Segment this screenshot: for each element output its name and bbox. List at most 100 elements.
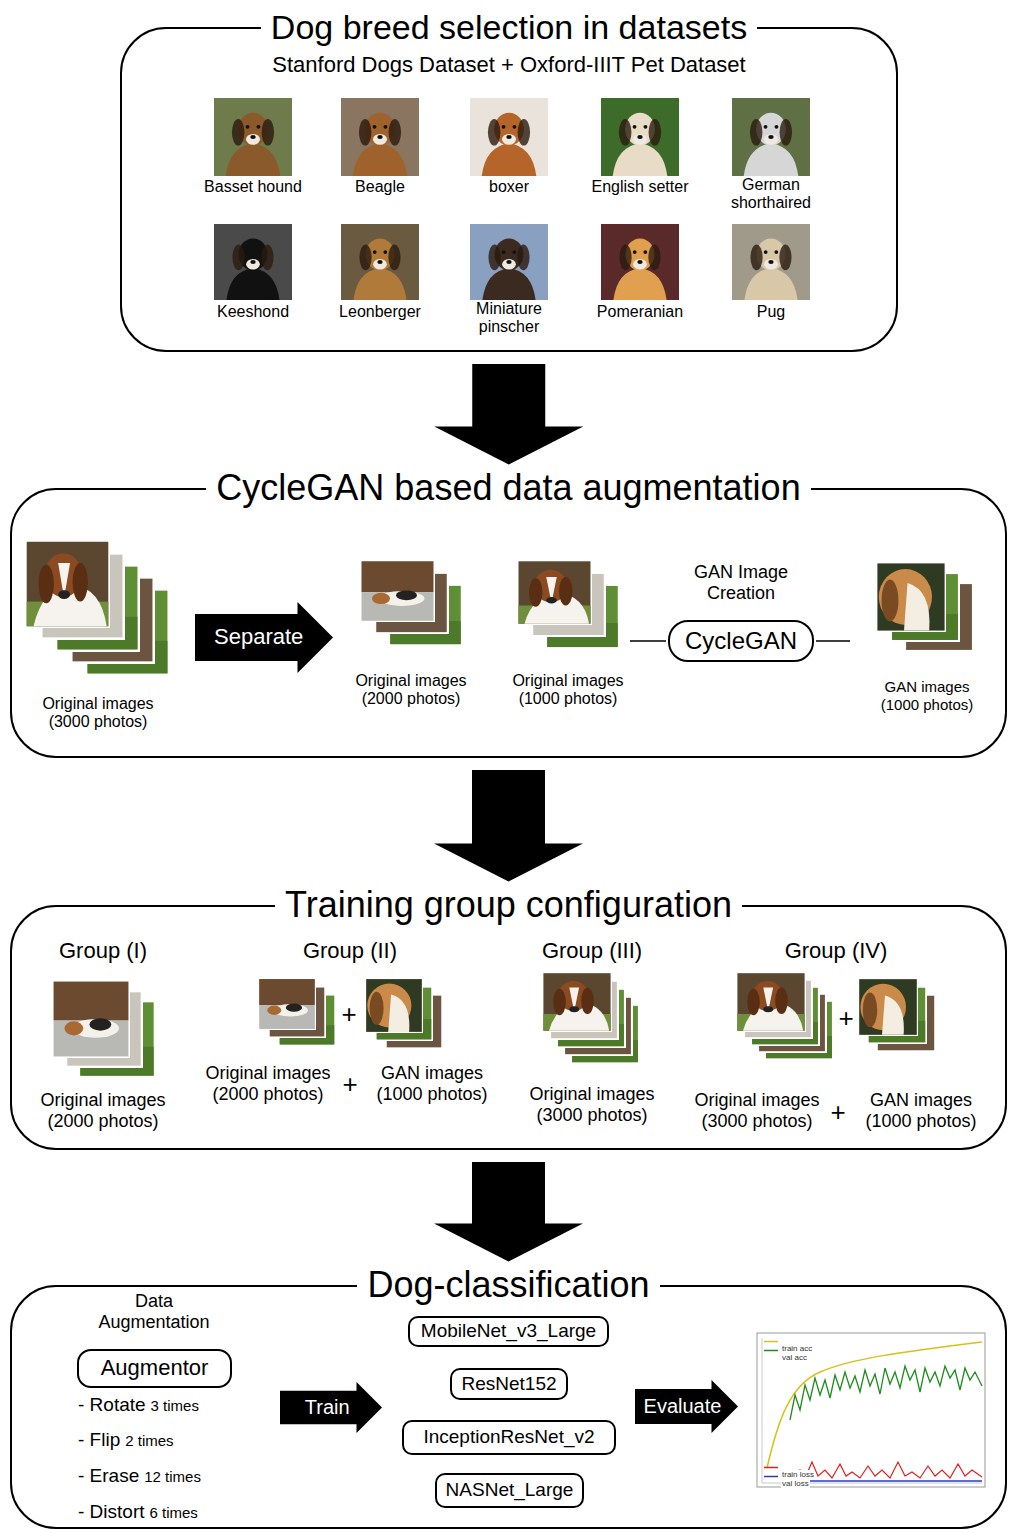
caption-label: GAN images (1000 photos) (881, 678, 974, 713)
box-label: InceptionResNet_v2 (423, 1426, 594, 1449)
arrow-label-box: Separate (195, 602, 322, 673)
flow-arrow (434, 770, 583, 881)
list-item: - Rotate (78, 1394, 146, 1415)
flow-arrow (434, 364, 583, 464)
label-row: Group (IV) (761, 938, 911, 963)
caption-label: Original images (2000 photos) (355, 672, 466, 707)
box-label: CycleGAN (685, 627, 797, 656)
rounded-box: InceptionResNet_v2 (402, 1420, 616, 1455)
caption-label: GAN Image Creation (694, 562, 788, 603)
group-heading: Group (II) (303, 938, 397, 963)
arrow-label-box: Train (280, 1382, 374, 1433)
label-row: Original images (1000 photos) (503, 672, 633, 709)
label-row: Miniature pinscher (464, 300, 554, 337)
caption-label: Keeshond (217, 303, 289, 320)
legend-text: val acc (781, 1353, 808, 1362)
label-row: German shorthaired (724, 176, 819, 213)
arrow-label: Evaluate (644, 1394, 722, 1418)
caption-label: Original images (3000 photos) (42, 695, 153, 730)
flow-arrow (434, 1162, 583, 1261)
rounded-box: MobileNet_v3_Large (408, 1316, 609, 1347)
label-row: - Rotate 3 times (78, 1394, 199, 1416)
label-row: Pomeranian (585, 303, 695, 321)
arrow-label: Train (305, 1395, 350, 1419)
label-row: Basset hound (193, 178, 313, 196)
plus-sign: + (338, 999, 359, 1029)
caption-label: German shorthaired (731, 176, 811, 211)
list-count: 2 times (125, 1432, 173, 1449)
label-row: + (831, 1004, 861, 1034)
list-count: 12 times (144, 1468, 201, 1485)
legend-text: train loss (781, 1470, 815, 1479)
block-arrow: Separate (195, 602, 333, 673)
label-row: Data Augmentation (84, 1291, 224, 1332)
label-row: Original images (3000 photos) (517, 1084, 667, 1125)
caption-label: Data Augmentation (98, 1291, 209, 1332)
arrow-body (280, 1382, 382, 1433)
label-row: - Flip 2 times (78, 1429, 174, 1451)
arrow-body (635, 1380, 738, 1433)
legend-text: val loss (781, 1479, 810, 1488)
panel-title: Dog breed selection in datasets (261, 7, 757, 48)
label-row: + (335, 1070, 365, 1100)
label-row: Original images (2000 photos) (346, 672, 476, 709)
label-row: GAN Image Creation (676, 562, 806, 603)
label-row: + (823, 1098, 853, 1128)
label-row: Pug (716, 303, 826, 321)
rounded-box: ResNet152 (450, 1368, 567, 1400)
label-row: Group (III) (517, 938, 667, 963)
plus-sign: + (339, 1069, 360, 1099)
rounded-box: NASNet_Large (435, 1473, 585, 1508)
label-row: boxer (454, 178, 564, 196)
box-label: Augmentor (101, 1355, 209, 1381)
panel-title-row: CycleGAN based data augmentation (10, 466, 1007, 509)
caption-label: GAN images (1000 photos) (376, 1063, 487, 1104)
plus-sign: + (835, 1003, 856, 1033)
legend-row: train loss (781, 1463, 815, 1481)
panel-subtitle-row: Stanford Dogs Dataset + Oxford-IIIT Pet … (120, 52, 898, 77)
label-row: English setter (578, 178, 702, 196)
list-item: - Flip (78, 1429, 120, 1450)
label-row: GAN images (1000 photos) (367, 1063, 497, 1104)
legend-row: val acc (781, 1346, 808, 1364)
arrow-label: Separate (214, 624, 303, 650)
panel-border (10, 488, 1007, 758)
label-row: + (334, 1000, 364, 1030)
label-row: Group (II) (275, 938, 425, 963)
arrow-body (195, 602, 333, 673)
legend-text: train acc (781, 1344, 813, 1353)
label-row: Group (I) (28, 938, 178, 963)
label-row: Original images (3000 photos) (33, 695, 163, 732)
box-label: ResNet152 (461, 1373, 556, 1396)
box-label: MobileNet_v3_Large (421, 1320, 596, 1343)
list-count: 6 times (150, 1504, 198, 1521)
panel-title: CycleGAN based data augmentation (206, 466, 810, 509)
label-row: - Erase12 times (78, 1465, 201, 1487)
list-count: 3 times (151, 1397, 199, 1414)
label-row: Original images (2000 photos) (193, 1063, 343, 1104)
label-row: GAN images (1000 photos) (872, 678, 982, 715)
label-row: Leonberger (325, 303, 435, 321)
label-row: Original images (2000 photos) (28, 1090, 178, 1131)
label-row: Original images (3000 photos) (682, 1090, 832, 1131)
caption-label: Pug (757, 303, 785, 320)
caption-label: Original images (2000 photos) (40, 1090, 165, 1131)
label-row: Keeshond (198, 303, 308, 321)
legend-row: train acc (781, 1337, 813, 1355)
caption-label: Leonberger (339, 303, 421, 320)
label-row: Beagle (325, 178, 435, 196)
label-row: GAN images (1000 photos) (856, 1090, 986, 1131)
caption-label: Original images (3000 photos) (694, 1090, 819, 1131)
panel-subtitle: Stanford Dogs Dataset + Oxford-IIIT Pet … (272, 52, 745, 77)
rounded-box: CycleGAN (668, 620, 814, 662)
rounded-box: Augmentor (77, 1349, 232, 1388)
panel-title: Dog-classification (357, 1263, 659, 1306)
group-heading: Group (I) (59, 938, 147, 963)
group-heading: Group (IV) (785, 938, 888, 963)
panel-title-row: Dog breed selection in datasets (120, 7, 898, 48)
block-arrow: Evaluate (635, 1380, 738, 1433)
caption-label: English setter (592, 178, 689, 195)
legend-row: val loss (781, 1472, 810, 1490)
plus-sign: + (827, 1097, 848, 1127)
